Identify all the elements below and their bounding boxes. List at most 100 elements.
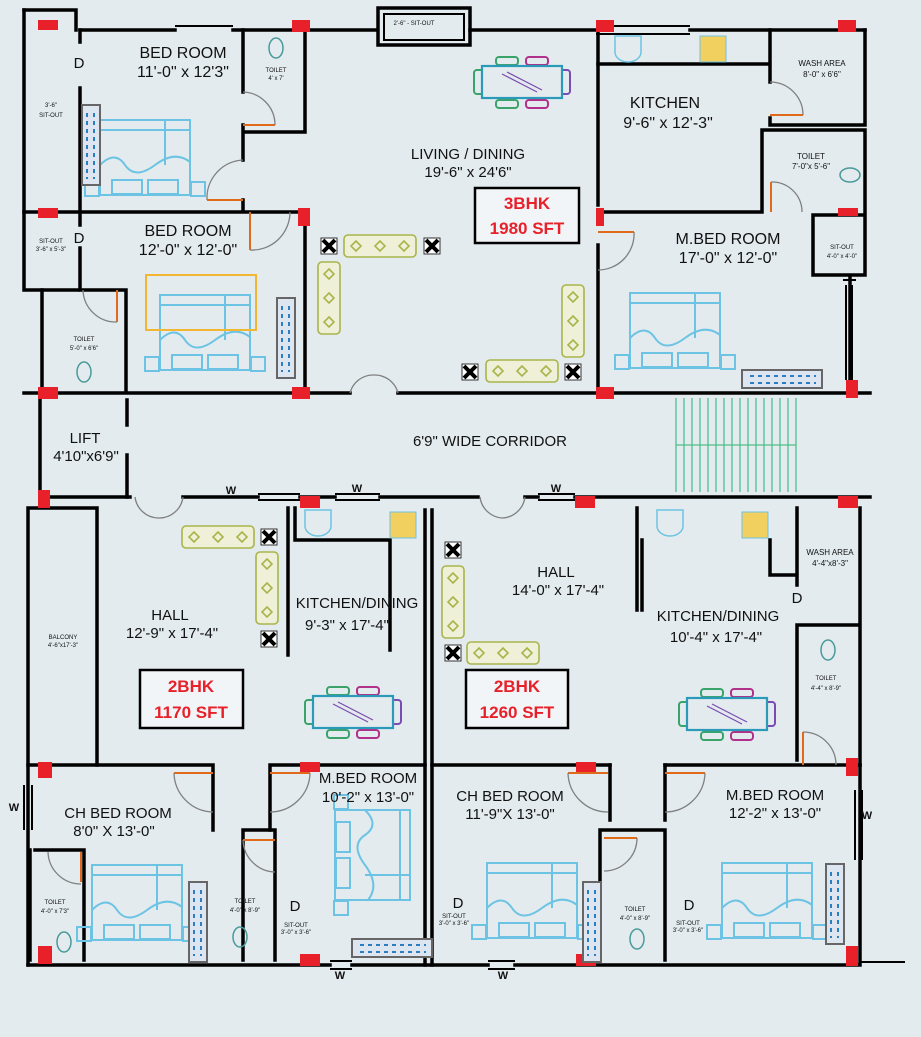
- column: [300, 954, 320, 966]
- sofa-icon: [181, 525, 255, 549]
- column: [38, 946, 52, 964]
- room-size: 9'-3" x 17'-4": [305, 617, 389, 634]
- column: [838, 20, 856, 32]
- column: [575, 496, 595, 508]
- column: [596, 387, 614, 399]
- window-mark: W: [335, 970, 346, 982]
- room-name: TOILET: [74, 337, 95, 343]
- window-mark: W: [551, 483, 562, 495]
- room-name: TOILET: [235, 899, 256, 905]
- sofa-icon: [485, 359, 559, 383]
- room-name: HALL: [151, 607, 189, 624]
- column: [596, 208, 604, 226]
- corridor-label: 6'9" WIDE CORRIDOR: [413, 433, 567, 450]
- room-size: 9'-6" x 12'-3": [623, 115, 713, 132]
- door-mark: D: [684, 897, 695, 914]
- armchair-icon: [259, 527, 279, 547]
- room-size: 10'-2" x 13'-0": [322, 789, 414, 806]
- armchair-icon: [563, 362, 583, 382]
- room-name: M.BED ROOM: [319, 770, 417, 787]
- door-mark: D: [290, 898, 301, 915]
- room-size: 14'-0" x 17'-4": [512, 582, 604, 599]
- room-size: 3'-0" x 3'-6": [673, 928, 703, 934]
- armchair-icon: [422, 236, 442, 256]
- room-name: BED ROOM: [144, 223, 231, 240]
- toilet-icon: [56, 37, 861, 953]
- sink-icon: [304, 35, 684, 537]
- unit-badge-2bhk-right: [464, 668, 570, 730]
- room-size: 3'-6": [45, 103, 57, 109]
- room-size: 17'-0" x 12'-0": [679, 250, 777, 267]
- room-name: 2'-6" - SIT-OUT: [394, 21, 435, 27]
- armchair-icon: [443, 540, 463, 560]
- bed-icon: [471, 862, 593, 940]
- door: [249, 211, 291, 251]
- wall: [26, 763, 862, 967]
- wall: [843, 279, 856, 380]
- sofa-icon: [255, 551, 279, 625]
- room-name: SIT-OUT: [676, 921, 700, 927]
- door: [269, 772, 311, 813]
- sofa-icon: [441, 565, 465, 639]
- room-name: TOILET: [816, 676, 837, 682]
- door: [47, 851, 82, 885]
- door: [206, 159, 244, 201]
- column: [300, 762, 320, 772]
- unit-badge-3bhk: [473, 186, 581, 245]
- dining-table-icon: [472, 55, 572, 110]
- room-name: BED ROOM: [139, 45, 226, 62]
- room-name: TOILET: [797, 152, 825, 161]
- room-name: TOILET: [45, 900, 66, 906]
- room-size: 11'-0" x 12'3": [137, 64, 229, 81]
- armchair-icon: [259, 629, 279, 649]
- staircase: [675, 398, 797, 492]
- room-name: BALCONY: [49, 635, 78, 641]
- bed-icon: [614, 292, 736, 370]
- door: [242, 839, 276, 873]
- column: [38, 490, 50, 508]
- wall: [175, 13, 690, 41]
- bed-icon: [333, 794, 411, 916]
- room-size: 4'-4" x 8'-9": [811, 686, 841, 692]
- dining-table-icon: [303, 685, 403, 740]
- wardrobe-icon: [582, 881, 602, 963]
- stove-icon: [389, 35, 769, 539]
- wall: [596, 28, 867, 395]
- wall: [22, 8, 80, 292]
- column: [38, 762, 52, 778]
- wall: [38, 391, 129, 502]
- window-mark: W: [9, 802, 20, 814]
- wardrobe-icon: [351, 938, 433, 958]
- bed-icon: [144, 294, 266, 372]
- room-size: 10'-4" x 17'-4": [670, 629, 762, 646]
- bed-icon: [706, 862, 828, 940]
- room-size: 19'-6" x 24'6": [424, 164, 511, 181]
- room-size: 12'-0" x 12'-0": [139, 242, 237, 259]
- room-size: 11'-9"X 13'-0": [465, 806, 554, 823]
- unit-area: 1980 SFT: [490, 219, 565, 238]
- room-name: M.BED ROOM: [676, 231, 781, 248]
- door: [567, 772, 609, 813]
- column: [38, 387, 58, 399]
- room-name: SIT-OUT: [284, 923, 308, 929]
- bed-icon: [84, 119, 206, 197]
- room-name: SIT-OUT: [39, 239, 63, 245]
- wardrobe-icon: [276, 297, 296, 379]
- room-size: 3'-6" x 5'-3": [36, 247, 66, 253]
- door-mark: D: [792, 590, 803, 607]
- column: [596, 20, 614, 32]
- unit-type: 2BHK: [168, 677, 215, 696]
- room-name: LIVING / DINING: [411, 146, 525, 163]
- wall: [286, 506, 434, 967]
- wall: [635, 506, 797, 612]
- room-name: TOILET: [266, 68, 287, 74]
- column: [38, 20, 58, 30]
- column: [838, 496, 858, 508]
- room-size: 4' x 7': [268, 76, 283, 82]
- wall: [22, 8, 78, 32]
- room-name: CH BED ROOM: [64, 805, 172, 822]
- wall: [811, 213, 867, 395]
- room-name: SIT-OUT: [39, 113, 63, 119]
- armchair-icon: [319, 236, 339, 256]
